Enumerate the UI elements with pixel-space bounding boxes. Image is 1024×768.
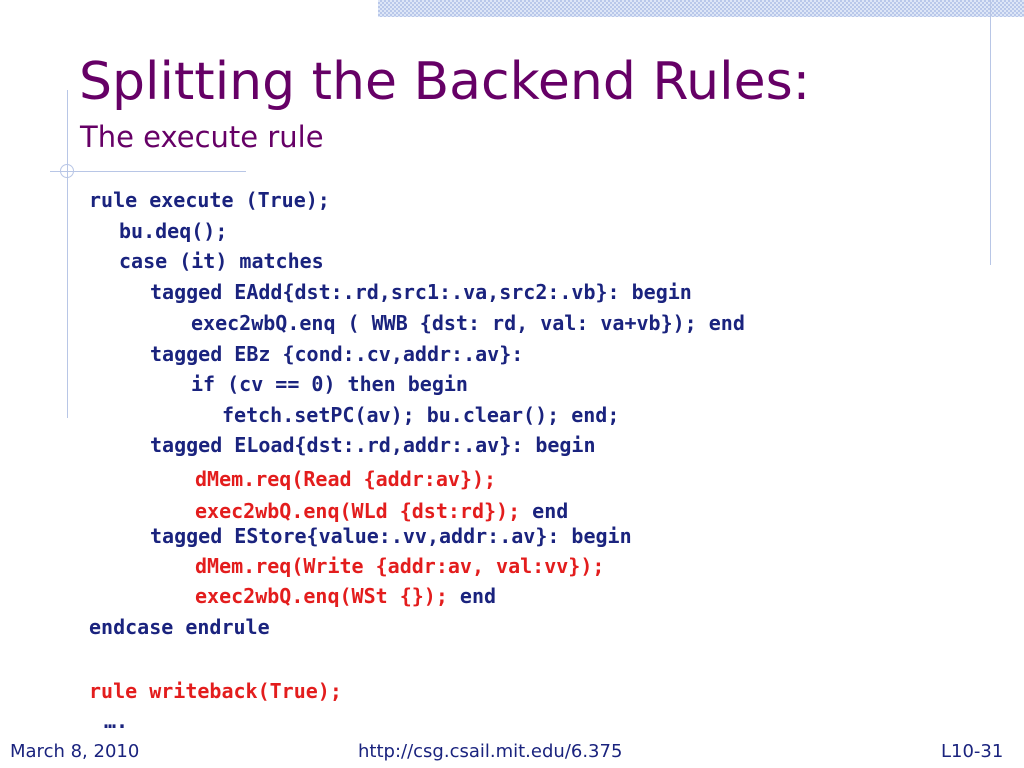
code-line-9: tagged ELoad{dst:.rd,addr:.av}: begin — [150, 432, 596, 458]
footer-url: http://csg.csail.mit.edu/6.375 — [358, 741, 623, 762]
code-line-10: dMem.req(Read {addr:av}); — [195, 466, 496, 492]
code-line-4: tagged EAdd{dst:.rd,src1:.va,src2:.vb}: … — [150, 279, 692, 305]
code-text: rule writeback(True); — [89, 679, 342, 703]
checkered-band-decoration — [378, 0, 1024, 17]
code-text: rule execute (True); — [89, 188, 330, 212]
code-text: fetch.setPC(av); bu.clear(); end; — [222, 403, 620, 427]
code-line-2: bu.deq(); — [119, 218, 227, 244]
code-text: endcase endrule — [89, 615, 270, 639]
code-text: tagged EAdd{dst:.rd,src1:.va,src2:.vb}: … — [150, 280, 692, 304]
code-text: tagged EStore{value:.vv,addr:.av}: begin — [150, 524, 632, 548]
horizontal-rule-decoration — [50, 171, 246, 172]
code-line-12: tagged EStore{value:.vv,addr:.av}: begin — [150, 523, 632, 549]
code-line-13: dMem.req(Write {addr:av, val:vv}); — [195, 553, 604, 579]
code-line-14: exec2wbQ.enq(WSt {}); end — [195, 583, 496, 609]
code-line-7: if (cv == 0) then begin — [191, 371, 468, 397]
code-line-3: case (it) matches — [119, 248, 324, 274]
code-line-6: tagged EBz {cond:.cv,addr:.av}: — [150, 341, 523, 367]
code-line-17: …. — [104, 708, 128, 734]
code-text: end — [447, 584, 497, 608]
slide-title: Splitting the Backend Rules: — [79, 52, 811, 112]
left-vertical-rule-decoration — [67, 90, 68, 418]
code-text: dMem.req(Read {addr:av}); — [195, 467, 497, 491]
right-vertical-rule-decoration — [990, 0, 991, 265]
code-text: exec2wbQ.enq(WLd {dst:rd}); — [195, 499, 521, 523]
code-text: end — [520, 499, 569, 523]
code-text: if (cv == 0) then begin — [191, 372, 468, 396]
code-text: case (it) matches — [119, 249, 324, 273]
footer-slide-number: L10-31 — [941, 741, 1004, 762]
code-line-8: fetch.setPC(av); bu.clear(); end; — [222, 402, 619, 428]
code-line-1: rule execute (True); — [89, 187, 330, 213]
code-line-5: exec2wbQ.enq ( WWB {dst: rd, val: va+vb}… — [191, 310, 745, 336]
code-text: exec2wbQ.enq(WSt {}); — [195, 584, 448, 608]
slide-subtitle: The execute rule — [80, 120, 324, 154]
code-text: exec2wbQ.enq ( WWB {dst: rd, val: va+vb}… — [191, 311, 745, 335]
code-text: tagged EBz {cond:.cv,addr:.av}: — [150, 342, 524, 366]
code-line-11: exec2wbQ.enq(WLd {dst:rd}); end — [195, 498, 568, 524]
code-line-16: rule writeback(True); — [89, 678, 342, 704]
code-text: tagged ELoad{dst:.rd,addr:.av}: begin — [150, 433, 596, 457]
code-line-15: endcase endrule — [89, 614, 270, 640]
code-text: …. — [104, 709, 129, 733]
code-text: dMem.req(Write {addr:av, val:vv}); — [195, 554, 605, 578]
code-text: bu.deq(); — [119, 219, 228, 243]
footer-date: March 8, 2010 — [10, 741, 140, 762]
circle-decoration-icon — [60, 164, 74, 178]
